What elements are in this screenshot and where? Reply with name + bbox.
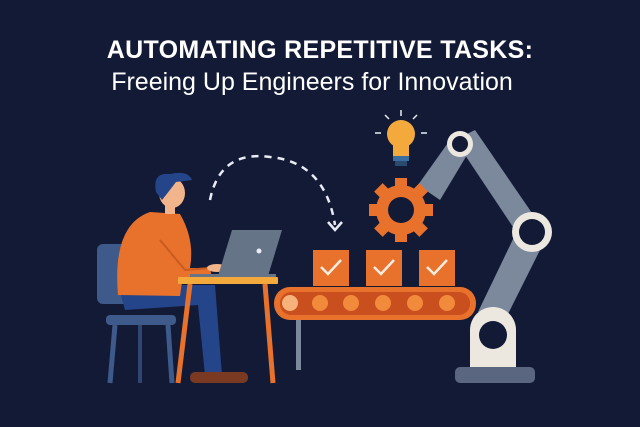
checked-boxes: [313, 250, 455, 286]
gear-icon: [369, 178, 433, 242]
dashed-arrow-icon: [208, 154, 343, 232]
page-title: AUTOMATING REPETITIVE TASKS:: [106, 36, 534, 64]
conveyor-belt: [274, 287, 476, 370]
engineer-at-laptop: [97, 172, 282, 384]
page-subtitle: Freeing Up Engineers for Innovation: [111, 68, 513, 96]
lightbulb-icon: [375, 110, 427, 166]
robotic-arm: [418, 130, 552, 383]
